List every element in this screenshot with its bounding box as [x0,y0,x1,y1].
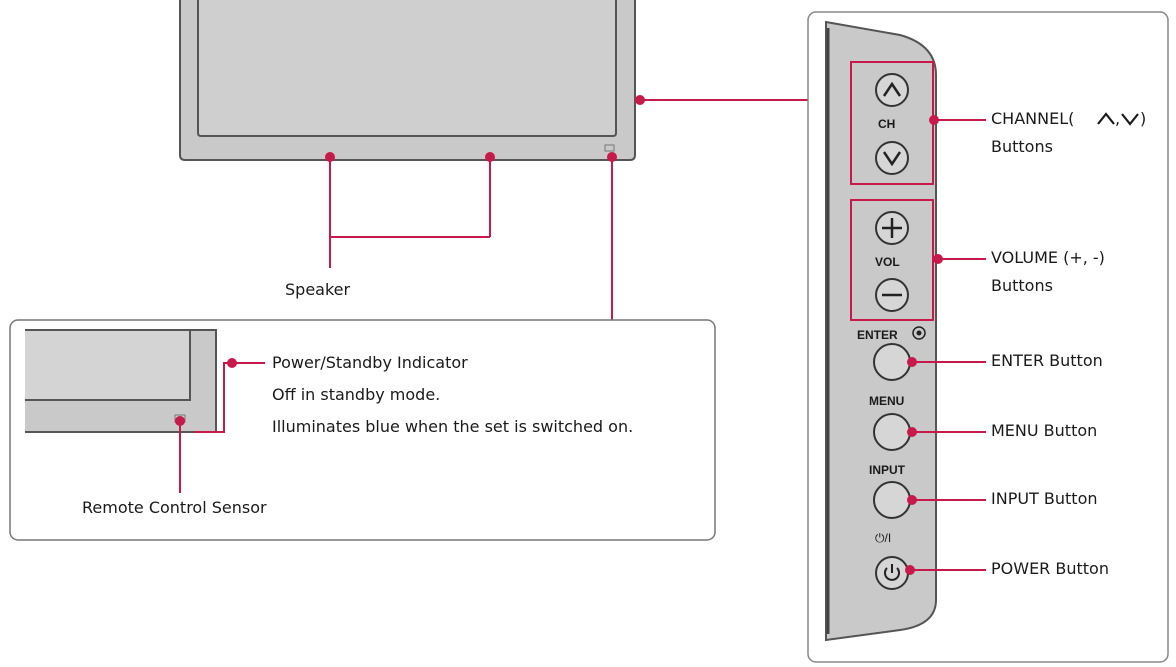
volume-buttons-label: Buttons [991,276,1053,295]
volume-label: VOLUME (+, -) [991,248,1105,267]
enter-label: ENTER Button [991,351,1103,370]
panel-leader-dot [635,95,645,105]
channel-down-button[interactable] [875,141,909,175]
standby-note: Off in standby mode. [272,385,441,404]
speaker-label: Speaker [285,280,351,299]
speaker-left-dot [325,152,335,162]
volume-down-button[interactable] [875,278,909,312]
remote-sensor-dot [175,416,185,426]
speaker-right-dot [485,152,495,162]
vol-text: VOL [875,255,900,269]
chevron-up-icon [882,81,902,97]
channel-buttons-label: Buttons [991,137,1053,156]
channel-label-comma: , [1115,109,1121,128]
panel-leader-dots [905,115,943,575]
side-panel-body [825,20,937,642]
enter-button[interactable] [873,343,911,381]
volume-up-button[interactable] [875,211,909,245]
callout-leaders [179,362,265,493]
label-chevron-down-icon [1121,113,1139,126]
callout-bezel-detail [25,329,217,433]
input-button[interactable] [873,481,911,519]
label-chevron-up-icon [1097,112,1115,125]
remote-sensor-label: Remote Control Sensor [82,498,267,517]
target-icon [912,326,926,340]
illuminates-note: Illuminates blue when the set is switche… [272,417,634,436]
channel-label: CHANNEL( [991,109,1075,128]
input-label: INPUT Button [991,489,1098,508]
chevron-down-icon [882,151,902,167]
ch-text: CH [878,117,896,131]
input-text: INPUT [869,463,905,477]
power-indicator-dot [227,358,237,368]
panel-leaders [910,119,986,571]
plus-icon [882,218,902,238]
menu-label: MENU Button [991,421,1098,440]
speaker-connectors [329,157,491,268]
sensor-window [604,144,615,152]
tv-bezel [179,0,636,161]
menu-text: MENU [869,394,905,408]
enter-text: ENTER [857,328,898,342]
power-indicator-label: Power/Standby Indicator [272,353,468,372]
indicator-dot [607,152,617,162]
channel-label-close: ) [1140,109,1147,128]
channel-up-button[interactable] [875,73,909,107]
power-symbol-text: ⏻/I [875,531,892,545]
power-label: POWER Button [991,559,1109,578]
power-button[interactable] [875,556,909,590]
menu-button[interactable] [873,413,911,451]
volume-highlight [850,199,934,321]
power-icon [884,564,900,581]
